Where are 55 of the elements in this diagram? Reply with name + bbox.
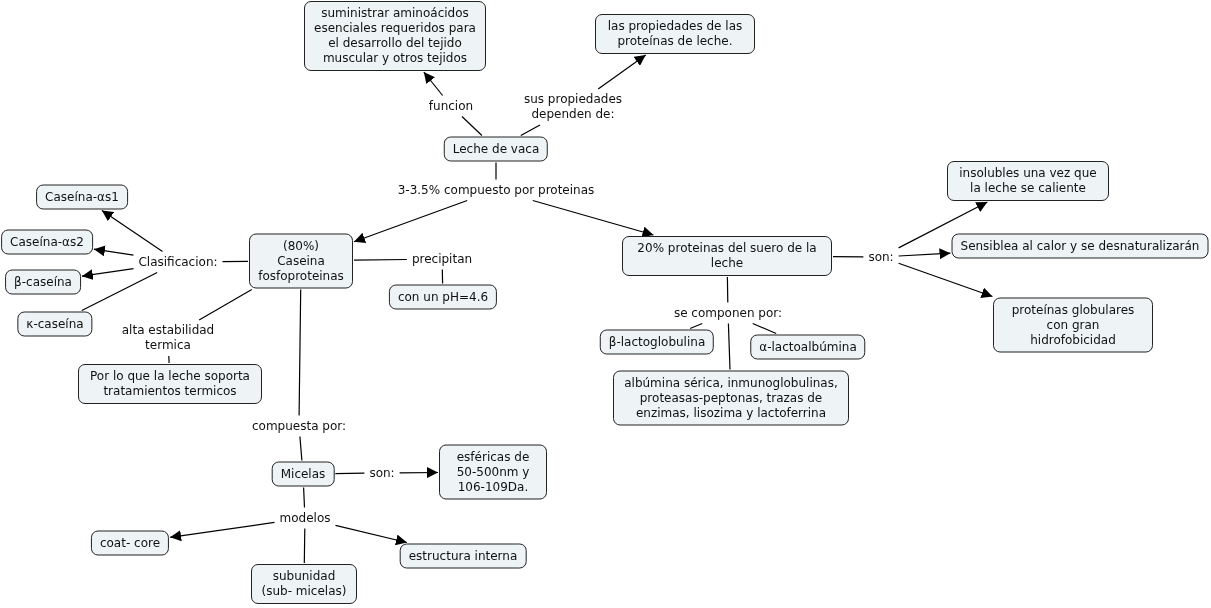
concept-node: β-caseína: [5, 269, 81, 295]
concept-node: (80%) Caseina fosfoproteinas: [249, 233, 353, 289]
arrow: [81, 268, 135, 281]
connector-line: [299, 435, 303, 462]
connector-line: [832, 256, 864, 258]
concept-node: κ-caseína: [17, 311, 93, 337]
arrow: [334, 524, 408, 546]
connector-line: [303, 486, 306, 509]
concept-node: suministrar aminoácidos esenciales requeridos para el desarrollo del tejido muscular y otros tejidos: [304, 1, 486, 71]
connector-line: [495, 161, 497, 181]
concept-node: insolubles una vez que la leche se caliente: [947, 161, 1109, 201]
connector-line: [353, 258, 408, 261]
arrow: [423, 71, 444, 97]
concept-node: las propiedades de las proteínas de leche.: [595, 14, 755, 54]
arrow: [898, 248, 952, 260]
concept-node: β-lactoglobulina: [599, 329, 715, 355]
connector-line: [726, 276, 729, 304]
concept-node: con un pH=4.6: [388, 284, 498, 310]
concept-node: Caseína-αs2: [1, 229, 93, 255]
concept-node: estructura interna: [399, 543, 527, 569]
connector-line: [727, 322, 731, 371]
connector-line: [334, 472, 365, 475]
concept-node: Leche de vaca: [443, 136, 549, 162]
connector-line: [441, 268, 444, 285]
concept-node: albúmina sérica, inmunoglobulinas, proteasas-peptonas, trazas de enzimas, lisozima y lactoferrina: [613, 370, 849, 426]
concept-node: Caseína-αs1: [36, 184, 128, 210]
arrow: [898, 201, 988, 249]
connector-line: [298, 288, 302, 417]
connector-line: [81, 271, 158, 312]
arrow: [169, 521, 276, 542]
connector-line: [752, 322, 777, 335]
connector-line: [198, 288, 253, 321]
connector-line: [303, 527, 306, 564]
concept-node: α-lactoalbúmina: [750, 334, 866, 360]
arrow: [93, 245, 135, 257]
connector-line: [221, 260, 249, 263]
arrow: [532, 199, 655, 238]
connector-line: [689, 322, 703, 330]
connector-line: [461, 115, 483, 137]
concept-node: Sensiblea al calor y se desnaturalizarán: [951, 233, 1209, 259]
arrow: [898, 262, 994, 298]
connector-line: [168, 355, 170, 364]
concept-node: Micelas: [271, 461, 335, 487]
concept-node: subunidad (sub- micelas): [251, 564, 357, 604]
arrow: [399, 467, 439, 479]
arrow: [597, 54, 647, 90]
arrow: [101, 209, 164, 253]
concept-node: 20% proteinas del suero de la leche: [622, 236, 832, 276]
linking-phrase: 3-3.5% compuesto por proteinas: [395, 182, 597, 198]
concept-node: esféricas de 50-500nm y 106-109Da.: [439, 444, 547, 500]
concept-node: coat- core: [90, 530, 170, 556]
arrow: [353, 199, 468, 244]
connector-line: [520, 124, 541, 137]
concept-node: Por lo que la leche soporta tratamientos termicos: [78, 364, 262, 404]
concept-node: proteínas globulares con gran hidrofobicidad: [993, 297, 1153, 353]
